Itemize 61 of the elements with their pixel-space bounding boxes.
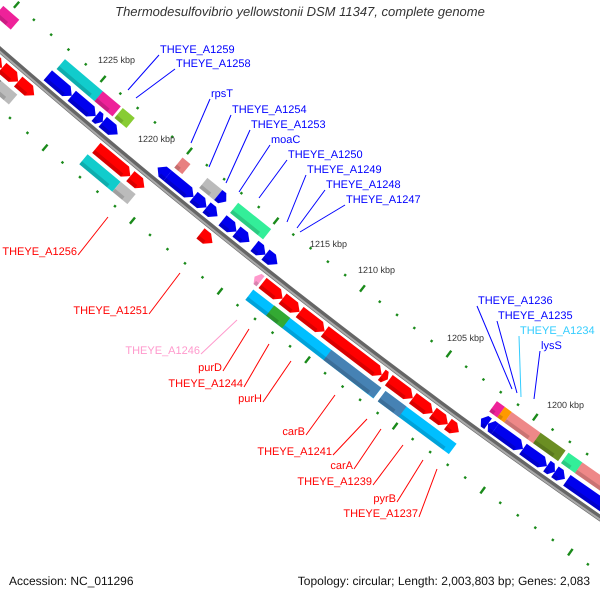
leader-line: [128, 54, 160, 90]
leader-line: [332, 418, 368, 456]
gene-label: carB: [282, 426, 305, 438]
gene-label: THEYE_A1246: [125, 345, 200, 357]
gene-label: pyrB: [373, 493, 396, 505]
gene-label: rpsT: [211, 88, 233, 100]
leader-line: [476, 306, 512, 390]
position-label: 1225 kbp: [98, 55, 136, 65]
gene-label: THEYE_A1244: [168, 378, 243, 390]
gene-label: THEYE_A1248: [326, 179, 401, 191]
leader-line: [306, 394, 336, 436]
gene-label: THEYE_A1258: [176, 58, 251, 70]
leader-line: [244, 344, 270, 388]
gene-label: lysS: [541, 340, 562, 352]
gene-label: THEYE_A1234: [520, 325, 595, 337]
leader-line: [286, 174, 306, 222]
leader-line: [518, 336, 522, 398]
leader-line: [226, 130, 250, 184]
leader-line: [300, 204, 346, 232]
leader-line: [136, 68, 176, 98]
map-title: Thermodesulfovibrio yellowstonii DSM 11347, complete genome: [114, 4, 486, 19]
leader-line: [238, 144, 270, 192]
position-label: 1215 kbp: [310, 239, 348, 249]
gene-label: purH: [238, 393, 262, 405]
leader-line: [208, 114, 232, 168]
leader-line: [396, 460, 424, 502]
leader-line: [534, 350, 540, 400]
position-label: 1200 kbp: [547, 400, 584, 410]
gene-label: THEYE_A1259: [160, 44, 235, 56]
position-label: 1205 kbp: [447, 333, 484, 343]
leader-line: [190, 98, 210, 144]
gene-label: carA: [330, 460, 353, 472]
genome-summary: Topology: circular; Length: 2,003,803 bp; Genes: 2,083: [298, 574, 590, 588]
leader-line: [354, 428, 382, 470]
gene-label: THEYE_A1247: [346, 194, 421, 206]
gene-label: THEYE_A1249: [307, 164, 382, 176]
leader-line: [78, 216, 108, 256]
gene-label: THEYE_A1239: [297, 476, 372, 488]
gene-label: THEYE_A1256: [2, 246, 77, 258]
leader-line: [262, 360, 292, 402]
gene-label: THEYE_A1251: [73, 305, 148, 317]
gene-label: THEYE_A1254: [232, 104, 307, 116]
position-label: 1220 kbp: [138, 134, 176, 144]
leader-line: [258, 160, 288, 198]
leader-line: [200, 320, 238, 354]
accession-note: Accession: NC_011296: [9, 574, 134, 588]
gene-label: moaC: [271, 134, 300, 146]
leader-line: [148, 272, 180, 314]
position-label: 1210 kbp: [358, 265, 396, 275]
leader-line: [496, 320, 518, 394]
gene-label: THEYE_A1237: [343, 508, 418, 520]
gene-label: purD: [198, 362, 222, 374]
gene-label: THEYE_A1236: [478, 295, 553, 307]
leader-line: [296, 190, 326, 228]
leader-line: [372, 444, 404, 486]
gene-label: THEYE_A1253: [251, 119, 326, 131]
gene-label: THEYE_A1241: [257, 446, 332, 458]
leader-line: [418, 468, 438, 518]
gene-label: THEYE_A1235: [498, 310, 573, 322]
leader-line: [222, 328, 250, 372]
gene-label: THEYE_A1250: [288, 149, 363, 161]
